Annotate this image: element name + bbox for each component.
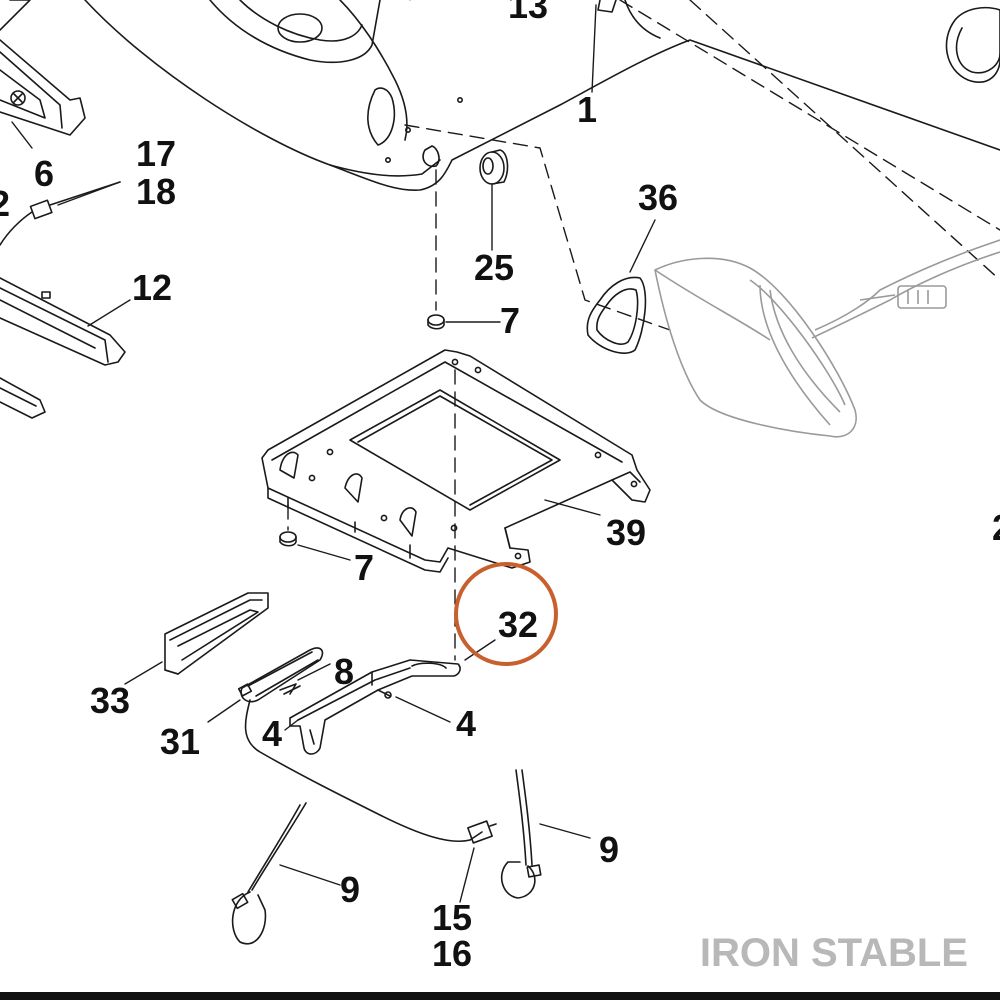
cable-tie-part-9-right bbox=[500, 769, 542, 899]
part-label-18: 18 bbox=[136, 171, 176, 212]
watermark-text: IRON STABLE bbox=[700, 931, 968, 975]
bottom-border bbox=[0, 992, 1000, 1000]
lamp-bar-part-12 bbox=[0, 277, 126, 419]
part-label-16: 16 bbox=[432, 933, 472, 974]
cable-tie-part-9-left bbox=[231, 802, 307, 945]
bracket-arm-part-32 bbox=[289, 659, 461, 755]
part-label-31: 31 bbox=[160, 721, 200, 762]
wire-connector-part-17-18 bbox=[0, 181, 121, 246]
screw-part-8 bbox=[279, 683, 301, 695]
wire-harness-part-15-16 bbox=[244, 699, 497, 844]
gasket-part-36 bbox=[586, 276, 647, 354]
assembly-dash-lines bbox=[287, 0, 1000, 661]
part-label-2-right: 2 bbox=[992, 507, 1000, 548]
highlight-circle bbox=[454, 562, 558, 666]
lamp-lens-part-33 bbox=[164, 592, 269, 675]
part-label-17: 17 bbox=[136, 133, 176, 174]
part-label-9-right: 9 bbox=[599, 829, 619, 870]
rear-fender-part bbox=[84, 0, 1000, 191]
screw-part-4-right bbox=[377, 689, 392, 699]
part-label-8: 8 bbox=[334, 651, 354, 692]
part-label-7-upper: 7 bbox=[500, 300, 520, 341]
part-label-13: 13 bbox=[508, 0, 548, 26]
part-label-39: 39 bbox=[606, 512, 646, 553]
mount-plate-part-39 bbox=[261, 349, 651, 573]
part-label-12: 12 bbox=[132, 267, 172, 308]
part-label-4-right: 4 bbox=[456, 703, 476, 744]
part-label-9-left: 9 bbox=[340, 869, 360, 910]
lamp-housing-part-31 bbox=[237, 647, 324, 703]
grommet-part-25 bbox=[479, 149, 509, 185]
nut-part-7-upper bbox=[427, 314, 445, 330]
part-label-33: 33 bbox=[90, 680, 130, 721]
part-label-1: 1 bbox=[577, 89, 597, 130]
leader-lines bbox=[11, 4, 656, 903]
part-label-4-left: 4 bbox=[262, 713, 282, 754]
part-label-2: 2 bbox=[0, 183, 10, 224]
part-label-15: 15 bbox=[432, 897, 472, 938]
part-label-32: 32 bbox=[498, 604, 538, 645]
nut-part-7-lower bbox=[279, 531, 297, 547]
part-label-7-lower: 7 bbox=[354, 547, 374, 588]
gasket-ring-part bbox=[945, 6, 1000, 83]
tail-light-part-6 bbox=[0, 0, 86, 136]
part-label-25: 25 bbox=[474, 247, 514, 288]
part-label-36: 36 bbox=[638, 177, 678, 218]
part-label-6: 6 bbox=[34, 153, 54, 194]
faded-taillight-assembly bbox=[654, 239, 1000, 438]
